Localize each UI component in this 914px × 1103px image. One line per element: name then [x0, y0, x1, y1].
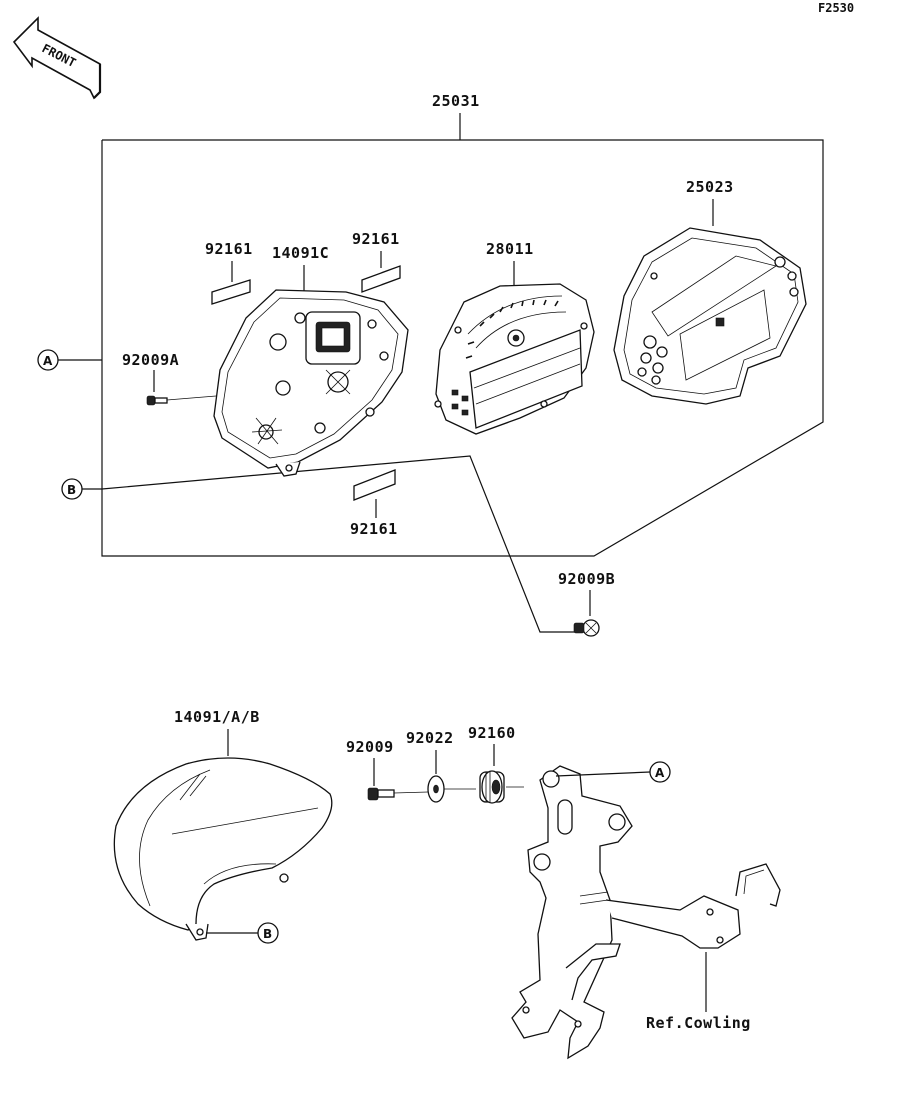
meter-case-14091c: [213, 289, 409, 477]
meter-bracket: [511, 765, 781, 1060]
meter-cover-14091ab: [113, 757, 333, 941]
part-label-14091AB: 14091/A/B: [174, 708, 260, 726]
part-label-92160: 92160: [468, 724, 516, 742]
washer-92022: [427, 775, 476, 803]
callout-b-left: B: [61, 455, 576, 633]
callout-b-cover-text: B: [263, 927, 272, 941]
part-label-28011: 28011: [486, 240, 534, 258]
callout-a-bracket-text: A: [655, 766, 665, 780]
part-label-92009B: 92009B: [558, 570, 615, 588]
part-label-14091C: 14091C: [272, 244, 329, 262]
part-label-92161-right: 92161: [352, 230, 400, 248]
meter-lens-25023: [613, 227, 807, 405]
part-label-25031: 25031: [432, 92, 480, 110]
part-label-25023: 25023: [686, 178, 734, 196]
seal-92161-bottom: [353, 469, 396, 501]
screw-92009a: [146, 395, 217, 406]
callout-b-cover: B: [206, 922, 279, 944]
speedo-panel-28011: [434, 283, 595, 435]
callout-a-left-text: A: [43, 354, 53, 368]
callout-a-bracket: A: [555, 761, 671, 783]
seal-92161-right: [361, 265, 401, 293]
seal-92161-left: [211, 279, 251, 305]
part-label-92161-bottom: 92161: [350, 520, 398, 538]
part-label-92009: 92009: [346, 738, 394, 756]
ref-cowling-label: Ref.Cowling: [646, 1014, 751, 1032]
front-arrow-icon: FRONT: [12, 16, 102, 100]
part-label-92009A: 92009A: [122, 351, 179, 369]
screw-92009b: [573, 619, 600, 637]
part-label-92161-left: 92161: [205, 240, 253, 258]
assembly-frame: [101, 139, 824, 557]
damper-92160: [479, 770, 524, 804]
part-label-92022: 92022: [406, 729, 454, 747]
diagram-code: F2530: [818, 1, 854, 15]
callout-a-left: A: [37, 349, 102, 371]
screw-92009: [367, 787, 429, 801]
callout-b-left-text: B: [67, 483, 76, 497]
